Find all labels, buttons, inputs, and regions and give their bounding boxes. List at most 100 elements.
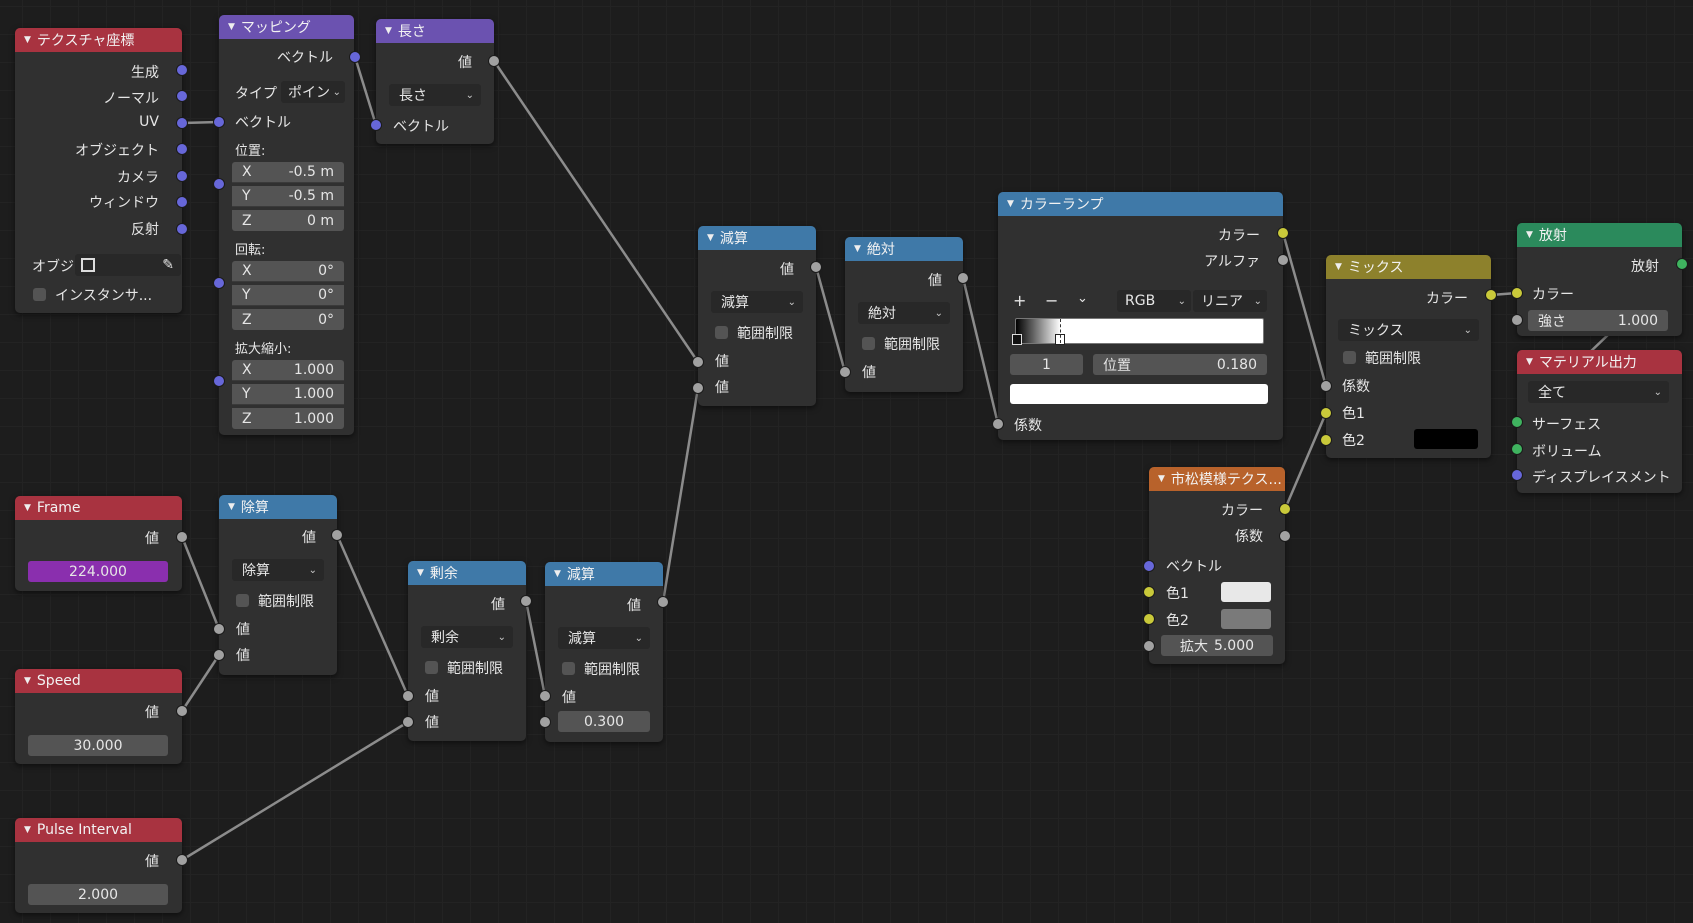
socket-checker-out-color[interactable] (1279, 503, 1291, 515)
collapse-arrow-icon[interactable]: ▼ (1158, 474, 1165, 484)
socket-normal[interactable] (176, 90, 188, 102)
clamp-checkbox[interactable] (236, 594, 249, 607)
socket-ramp-in-fac[interactable] (992, 418, 1004, 430)
socket-mix-in-color1[interactable] (1320, 407, 1332, 419)
collapse-arrow-icon[interactable]: ▼ (1007, 199, 1014, 209)
color1-swatch[interactable] (1221, 582, 1271, 602)
color2-swatch[interactable] (1414, 429, 1478, 449)
speed-value-field[interactable]: 30.000 (28, 735, 168, 756)
socket-mix-out-color[interactable] (1485, 289, 1497, 301)
color-mode-dropdown[interactable]: RGB⌄ (1117, 290, 1191, 312)
node-link[interactable] (524, 600, 547, 697)
socket-mix-in-color2[interactable] (1320, 434, 1332, 446)
socket-subtract-lower-out[interactable] (657, 596, 669, 608)
node-header[interactable]: ▼除算 (219, 495, 337, 519)
socket-reflection[interactable] (176, 223, 188, 235)
clamp-checkbox[interactable] (425, 661, 438, 674)
socket-subtract-lower-in-b[interactable] (539, 716, 551, 728)
from-instancer-checkbox[interactable] (33, 288, 46, 301)
node-header[interactable]: ▼ミックス (1326, 255, 1491, 279)
socket-emission-in-strength[interactable] (1511, 314, 1523, 326)
socket-ramp-out-alpha[interactable] (1277, 254, 1289, 266)
collapse-arrow-icon[interactable]: ▼ (1526, 357, 1533, 367)
socket-mapping-out-vector[interactable] (349, 51, 361, 63)
node-link[interactable] (1281, 232, 1328, 387)
socket-mapping-in-vector[interactable] (213, 116, 225, 128)
operation-dropdown[interactable]: 減算⌄ (558, 627, 650, 649)
socket-checker-in-color2[interactable] (1143, 613, 1155, 625)
operation-dropdown[interactable]: 剰余⌄ (421, 626, 513, 648)
socket-frame-out[interactable] (176, 531, 188, 543)
socket-divide-out[interactable] (331, 529, 343, 541)
socket-checker-in-scale[interactable] (1143, 640, 1155, 652)
socket-checker-in-vector[interactable] (1143, 560, 1155, 572)
socket-mapping-location[interactable] (213, 178, 225, 190)
node-header[interactable]: ▼Pulse Interval (15, 818, 182, 842)
socket-mapping-rotation[interactable] (213, 277, 225, 289)
socket-generated[interactable] (176, 64, 188, 76)
node-value-speed[interactable]: ▼Speed 値 30.000 (15, 669, 182, 764)
socket-emission-out[interactable] (1676, 258, 1688, 270)
collapse-arrow-icon[interactable]: ▼ (385, 26, 392, 36)
socket-mix-in-fac[interactable] (1320, 380, 1332, 392)
operation-dropdown[interactable]: 除算⌄ (232, 559, 324, 581)
node-header[interactable]: ▼マッピング (219, 15, 354, 39)
node-value-frame[interactable]: ▼Frame 値 224.000 (15, 496, 182, 591)
socket-absolute-in[interactable] (839, 366, 851, 378)
node-link[interactable] (335, 534, 410, 697)
node-math-subtract-lower[interactable]: ▼減算 値 減算⌄ 範囲制限 値 0.300 (545, 562, 663, 742)
socket-modulo-in-b[interactable] (402, 716, 414, 728)
collapse-arrow-icon[interactable]: ▼ (707, 233, 714, 243)
object-picker-field[interactable]: ✎ (75, 254, 181, 276)
socket-length-out[interactable] (488, 55, 500, 67)
active-stop-index-field[interactable]: 1 (1010, 354, 1083, 375)
socket-subtract-upper-in-a[interactable] (692, 356, 704, 368)
socket-window[interactable] (176, 196, 188, 208)
collapse-arrow-icon[interactable]: ▼ (24, 676, 31, 686)
node-header[interactable]: ▼長さ (376, 19, 494, 43)
node-link[interactable] (492, 60, 700, 363)
socket-camera[interactable] (176, 170, 188, 182)
node-link[interactable] (661, 387, 700, 603)
node-link[interactable] (353, 56, 378, 126)
node-mapping[interactable]: ▼マッピング ベクトル タイプ ポイン⌄ ベクトル 位置: X-0.5 m Y-… (219, 15, 354, 435)
collapse-arrow-icon[interactable]: ▼ (1335, 262, 1342, 272)
socket-length-in[interactable] (370, 119, 382, 131)
collapse-arrow-icon[interactable]: ▼ (228, 22, 235, 32)
socket-mapping-scale[interactable] (213, 375, 225, 387)
node-header[interactable]: ▼減算 (545, 562, 663, 586)
node-header[interactable]: ▼Speed (15, 669, 182, 693)
clamp-checkbox[interactable] (1343, 351, 1356, 364)
socket-checker-in-color1[interactable] (1143, 586, 1155, 598)
socket-ramp-out-color[interactable] (1277, 227, 1289, 239)
node-material-output[interactable]: ▼マテリアル出力 全て⌄ サーフェス ボリューム ディスプレイスメント (1517, 350, 1682, 493)
socket-divide-in-b[interactable] (213, 649, 225, 661)
node-mix-rgb[interactable]: ▼ミックス カラー ミックス⌄ 範囲制限 係数 色1 色2 (1326, 255, 1491, 458)
remove-stop-button[interactable]: − (1045, 291, 1059, 310)
collapse-arrow-icon[interactable]: ▼ (24, 503, 31, 513)
clamp-checkbox[interactable] (715, 326, 728, 339)
clamp-checkbox[interactable] (862, 337, 875, 350)
node-math-divide[interactable]: ▼除算 値 除算⌄ 範囲制限 値 値 (219, 495, 337, 675)
node-value-pulse-interval[interactable]: ▼Pulse Interval 値 2.000 (15, 818, 182, 913)
location-x-field[interactable]: X-0.5 m (232, 162, 344, 183)
collapse-arrow-icon[interactable]: ▼ (228, 502, 235, 512)
socket-pulse-out[interactable] (176, 854, 188, 866)
operation-dropdown[interactable]: 減算⌄ (711, 291, 803, 313)
socket-checker-out-fac[interactable] (1279, 530, 1291, 542)
node-header[interactable]: ▼Frame (15, 496, 182, 520)
location-y-field[interactable]: Y-0.5 m (232, 186, 344, 207)
node-link[interactable] (180, 536, 221, 630)
node-link[interactable] (814, 266, 847, 373)
node-link[interactable] (180, 654, 221, 712)
node-link[interactable] (181, 720, 409, 862)
socket-modulo-in-a[interactable] (402, 690, 414, 702)
